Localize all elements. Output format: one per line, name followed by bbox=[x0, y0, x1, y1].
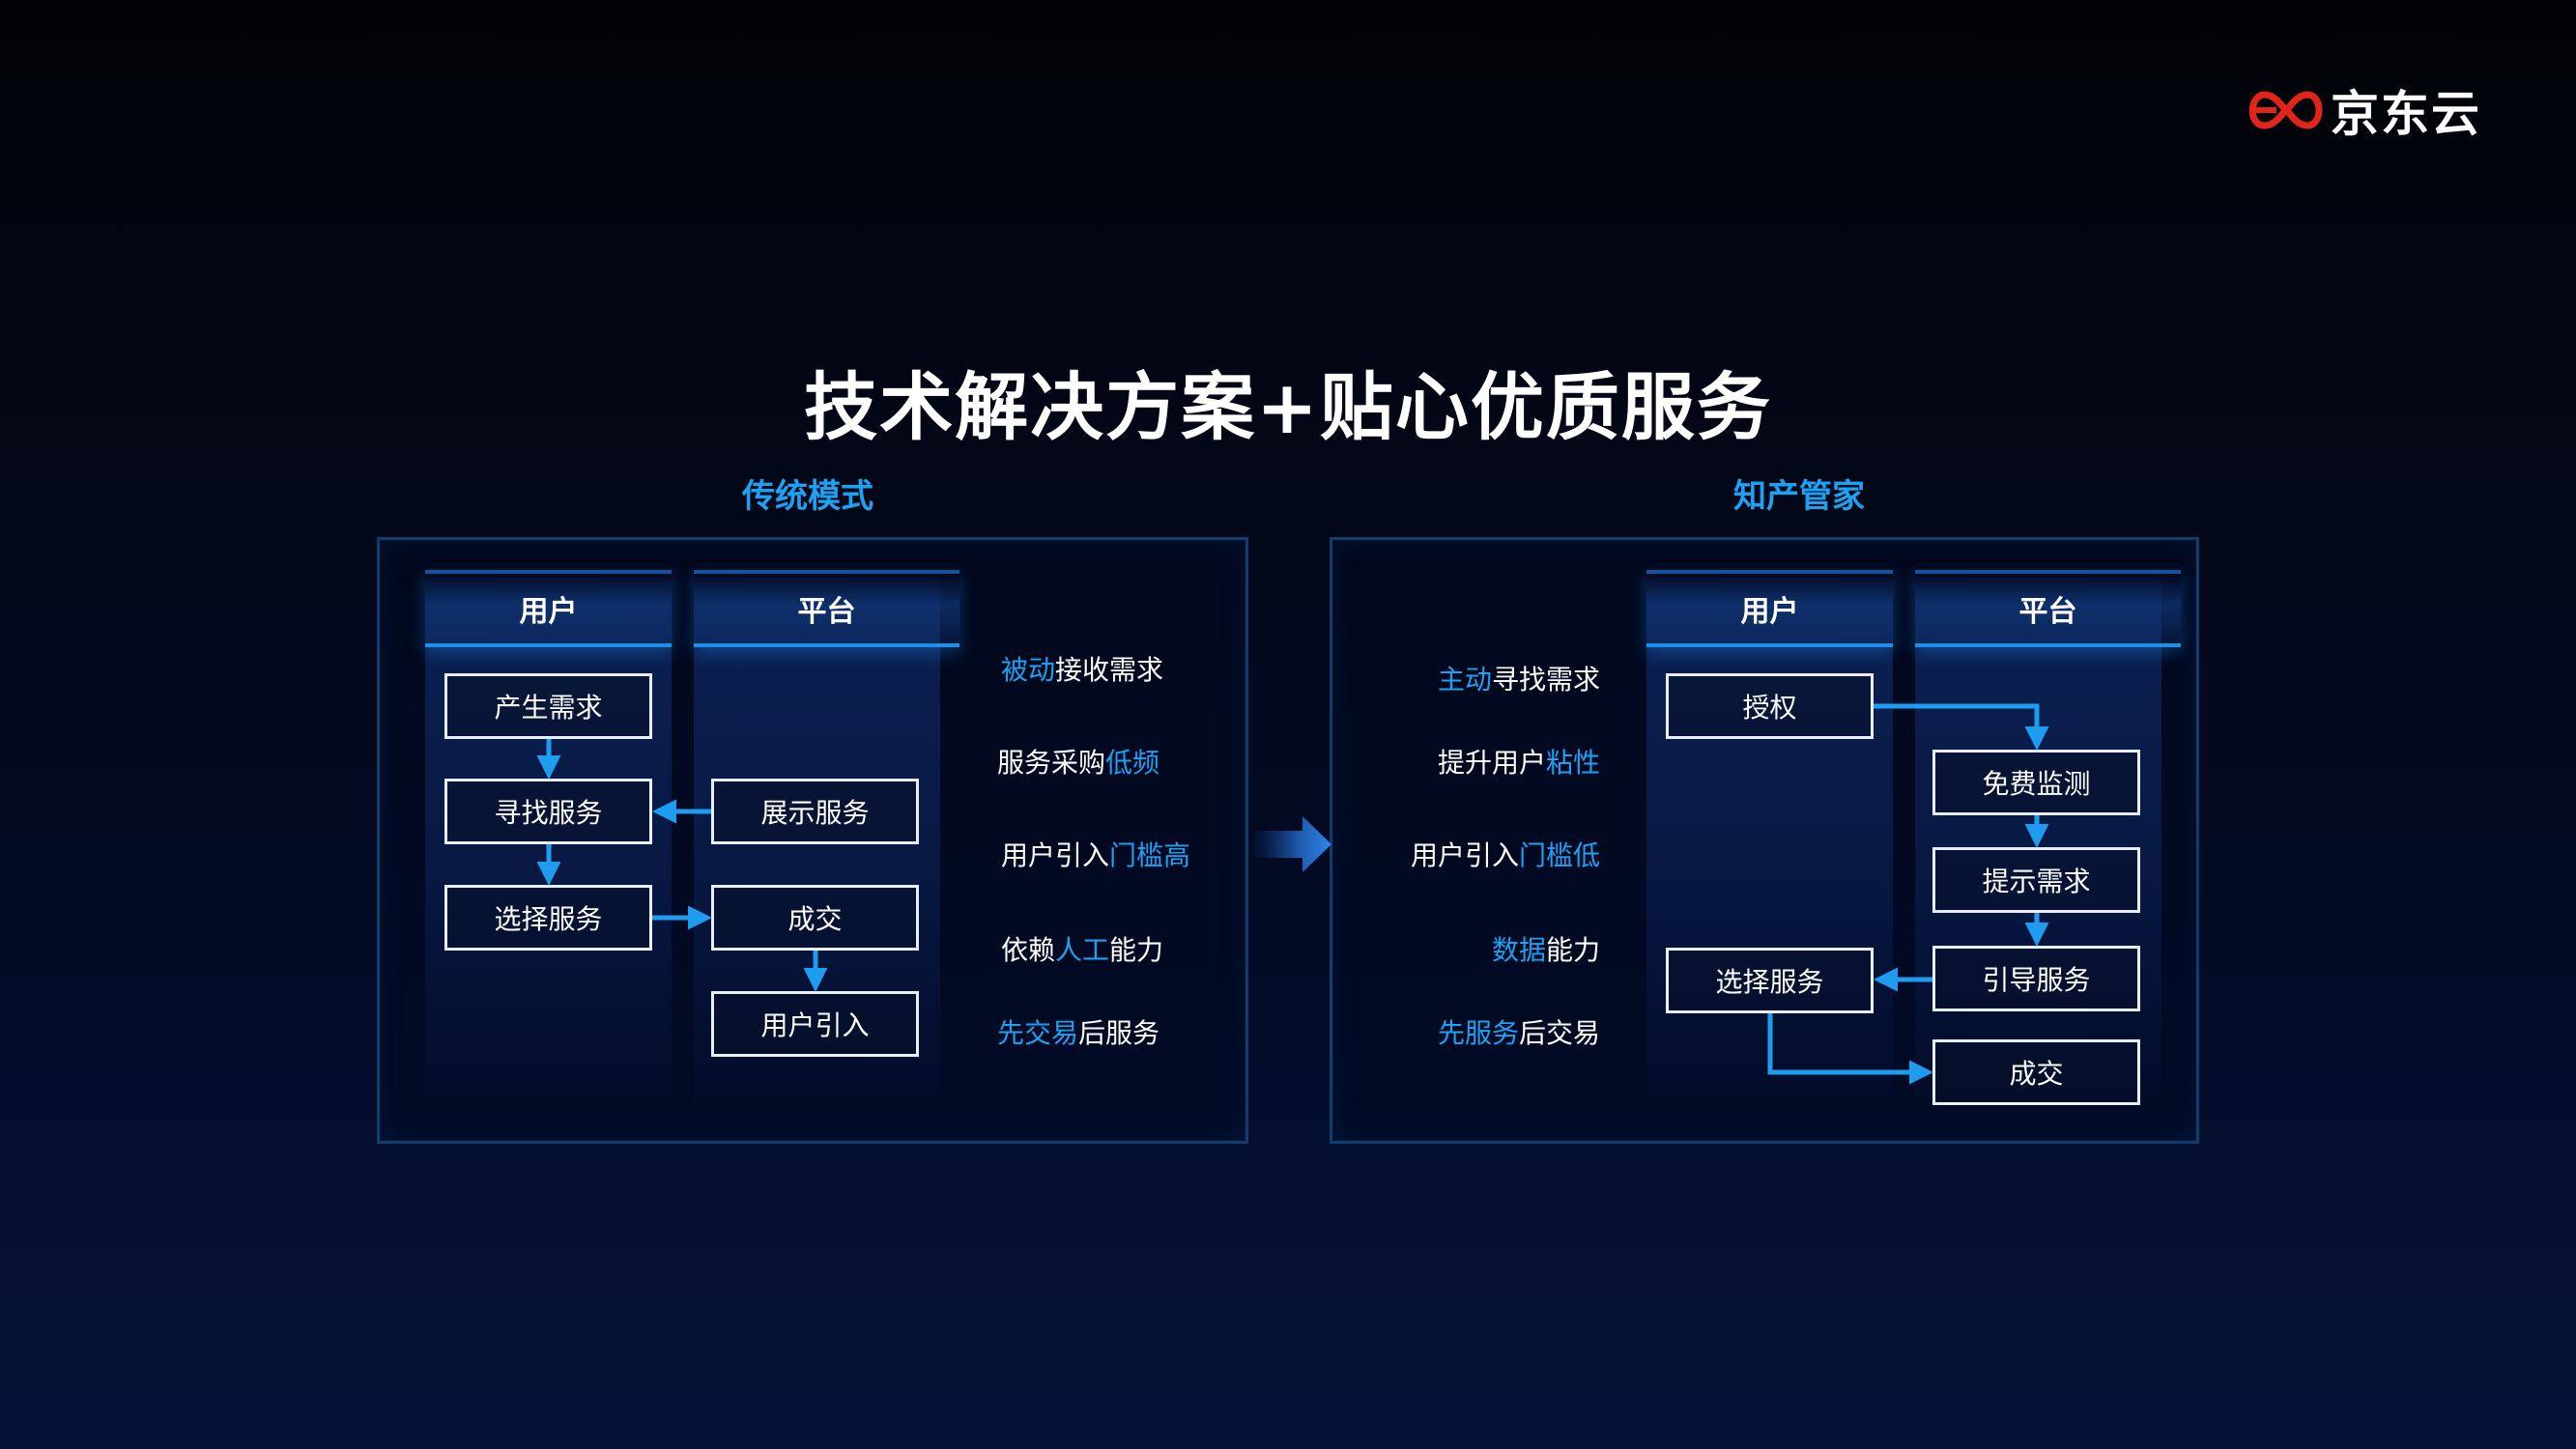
box-show-service: 展示服务 bbox=[711, 779, 919, 844]
box-find-service: 寻找服务 bbox=[444, 779, 652, 844]
ip-title: 知产管家 bbox=[1733, 477, 1865, 516]
ip-feature-1: 主动寻找需求 bbox=[1437, 664, 1600, 696]
box-ip-select-service: 选择服务 bbox=[1666, 948, 1874, 1013]
page-title: 技术解决方案+贴心优质服务 bbox=[804, 364, 1772, 450]
jdcloud-logo-icon bbox=[2248, 91, 2323, 129]
traditional-feature-4: 依赖人工能力 bbox=[1001, 934, 1164, 966]
box-guide-service: 引导服务 bbox=[1932, 946, 2140, 1011]
ip-feature-2: 提升用户粘性 bbox=[1437, 747, 1600, 779]
transition-arrow-icon bbox=[1252, 816, 1331, 872]
logo-text: 京东云 bbox=[2331, 86, 2481, 142]
jdcloud-logo: 京东云 bbox=[2244, 79, 2481, 142]
traditional-user-header: 用户 bbox=[425, 570, 672, 647]
traditional-feature-5: 先交易后服务 bbox=[997, 1017, 1160, 1049]
ip-user-column bbox=[1646, 570, 1893, 1121]
traditional-feature-3: 用户引入门槛高 bbox=[1001, 839, 1191, 871]
ip-feature-3: 用户引入门槛低 bbox=[1410, 839, 1600, 871]
box-need: 产生需求 bbox=[444, 673, 652, 739]
ip-user-header: 用户 bbox=[1646, 570, 1893, 647]
traditional-user-column bbox=[425, 570, 672, 1121]
box-authorize: 授权 bbox=[1666, 673, 1874, 739]
traditional-title: 传统模式 bbox=[742, 477, 873, 516]
ip-feature-5: 先服务后交易 bbox=[1437, 1017, 1600, 1049]
ip-platform-header: 平台 bbox=[1915, 570, 2181, 647]
box-free-monitor: 免费监测 bbox=[1932, 750, 2140, 815]
ip-platform-column bbox=[1915, 570, 2161, 1121]
box-select-service: 选择服务 bbox=[444, 885, 652, 951]
box-attract-user: 用户引入 bbox=[711, 991, 919, 1057]
traditional-platform-header: 平台 bbox=[694, 570, 959, 647]
box-ip-deal: 成交 bbox=[1932, 1039, 2140, 1105]
box-deal: 成交 bbox=[711, 885, 919, 951]
box-prompt-need: 提示需求 bbox=[1932, 847, 2140, 913]
traditional-feature-1: 被动接收需求 bbox=[1001, 654, 1164, 686]
traditional-feature-2: 服务采购低频 bbox=[997, 747, 1160, 779]
ip-feature-4: 数据能力 bbox=[1491, 934, 1600, 966]
